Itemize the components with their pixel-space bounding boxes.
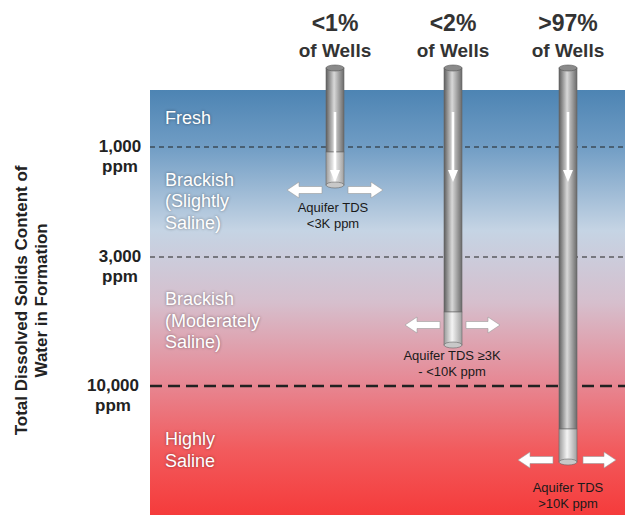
flow-arrows <box>287 112 616 468</box>
formation-band: Fresh <box>150 90 625 147</box>
axis-title: Total Dissolved Solids Content of Water … <box>12 150 53 450</box>
well-share: <1% <box>290 10 380 38</box>
formation-band: Brackish (Slightly Saline) <box>150 147 625 257</box>
aquifer-label: Aquifer TDS >10K ppm <box>523 480 613 511</box>
aquifer-label: Aquifer TDS ≥3K - <10K ppm <box>402 348 502 379</box>
well-pipes <box>326 65 577 465</box>
well-share-unit: of Wells <box>398 40 508 63</box>
formation-ground <box>150 90 625 515</box>
zone-label: Highly Saline <box>165 429 267 472</box>
well-share: <2% <box>408 10 498 38</box>
well-share: >97% <box>523 10 613 38</box>
zone-label: Fresh <box>165 108 267 130</box>
threshold-lines <box>150 147 625 386</box>
zone-label: Brackish (Slightly Saline) <box>165 170 267 235</box>
tick-label: 3,000 ppm <box>84 247 156 288</box>
tick-label: 1,000 ppm <box>84 137 156 178</box>
well-share-unit: of Wells <box>513 40 623 63</box>
aquifer-label: Aquifer TDS <3K ppm <box>288 200 378 231</box>
zone-label: Brackish (Moderately Saline) <box>165 289 267 354</box>
well-share-unit: of Wells <box>280 40 390 63</box>
tick-label: 10,000 ppm <box>77 376 149 417</box>
formation-band: Brackish (Moderately Saline) <box>150 257 625 386</box>
